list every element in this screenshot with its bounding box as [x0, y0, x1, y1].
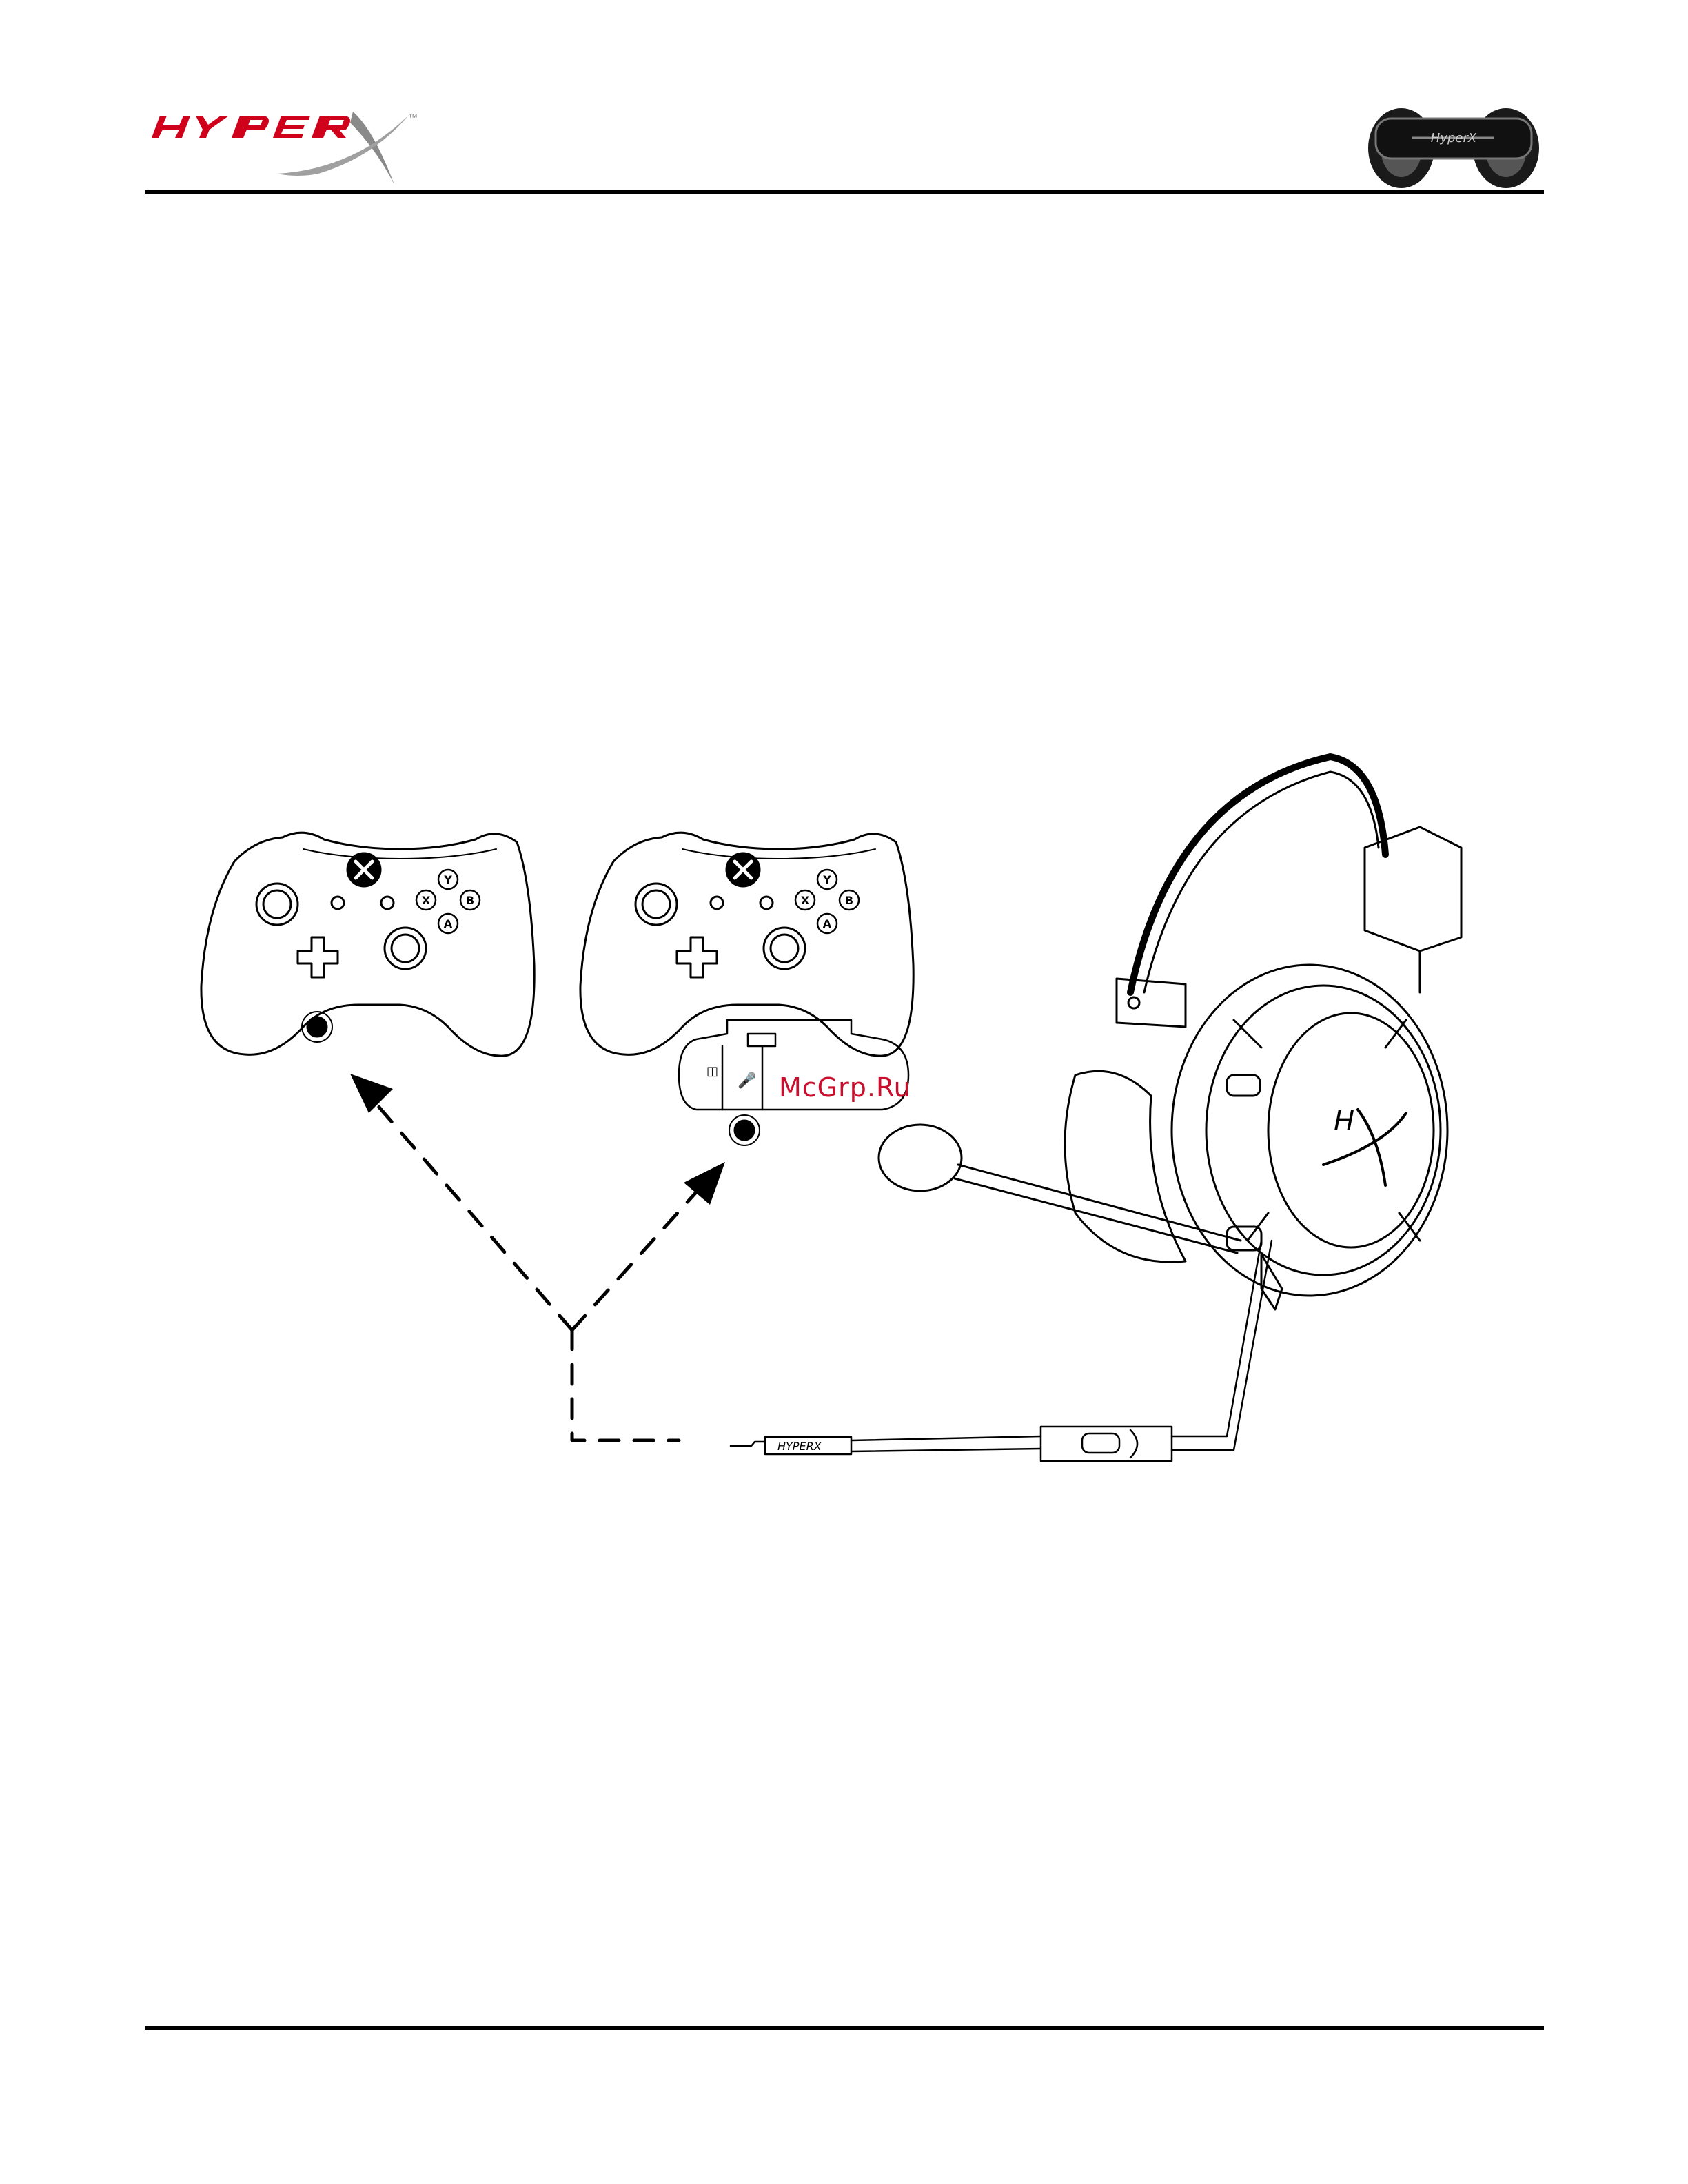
button-b-label: B — [466, 894, 474, 907]
hyperx-logo-icon — [146, 102, 436, 192]
arrow-stem — [572, 1330, 679, 1440]
button-a-label: A — [823, 917, 832, 930]
controller-direct: Y X B A — [201, 833, 534, 1056]
footer-rule — [145, 2026, 1544, 2030]
arrow-head-direct — [350, 1074, 393, 1113]
arrow-to-adapter-jack — [572, 1192, 696, 1330]
headset-icon: HyperX — [1363, 96, 1544, 193]
watermark-text: McGrp.Ru — [779, 1072, 911, 1103]
headset-thumbnail: HyperX — [1363, 96, 1544, 193]
adapter-controller-icon: ◫ — [706, 1064, 718, 1079]
button-y-label: Y — [822, 873, 831, 886]
button-a-label: A — [444, 917, 453, 930]
plug-logo: HYPERX — [777, 1440, 822, 1453]
earcup-logo: H — [1334, 1105, 1354, 1137]
button-x-label: X — [801, 894, 810, 907]
brand-logo: ™ — [146, 102, 436, 192]
inline-volume-control — [1041, 1427, 1172, 1461]
adapter-mute-icon: 🎤 — [738, 1071, 756, 1090]
svg-text:HyperX: HyperX — [1431, 131, 1477, 145]
headset-cable: HYPERX — [731, 1241, 1272, 1461]
dashed-arrows — [372, 1099, 696, 1440]
headset-illustration: H — [879, 757, 1461, 1309]
microphone-icon — [879, 1125, 962, 1191]
dpad-icon — [677, 937, 717, 977]
button-x-label: X — [422, 894, 431, 907]
trademark-symbol: ™ — [408, 112, 418, 123]
dpad-icon — [298, 937, 338, 977]
button-y-label: Y — [443, 873, 452, 886]
button-b-label: B — [845, 894, 853, 907]
arrow-to-direct-jack — [372, 1099, 572, 1330]
connection-diagram: Y X B A Y X B A ◫ — [0, 724, 1688, 1537]
